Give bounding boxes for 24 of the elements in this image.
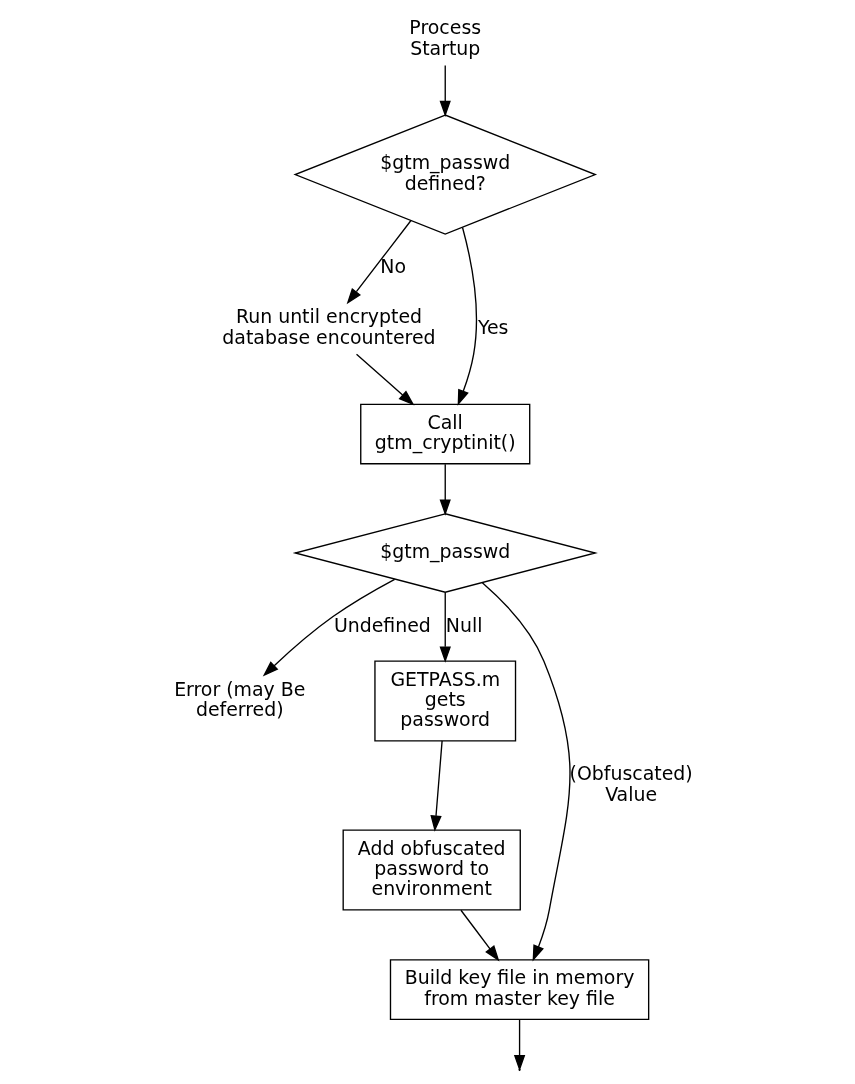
node-box: Add obfuscated password to environment (342, 829, 521, 911)
node-text: Run until encrypted database encountered (221, 305, 436, 348)
node-box: Call gtm_cryptinit() (359, 403, 530, 465)
edge-label: Null (445, 613, 482, 636)
arrow (439, 64, 451, 117)
node-diamond: $gtm_passwd defined? (292, 114, 597, 235)
node-box: GETPASS.m gets password (373, 660, 516, 742)
arrow (429, 740, 443, 832)
arrow (346, 219, 412, 305)
arrow (459, 909, 499, 962)
edge-label: (Obfuscated) Value (569, 762, 693, 805)
node-diamond: $gtm_passwd (292, 513, 598, 593)
node-text: Process Startup (408, 16, 481, 59)
arrow (439, 463, 451, 516)
arrow (439, 591, 451, 663)
edge-label: No (379, 255, 406, 278)
arrow (481, 582, 570, 962)
arrow (355, 353, 414, 406)
arrow (457, 226, 477, 406)
node-box: Build key file in memory from master key file (389, 959, 649, 1020)
node-text: Error (may Be deferred) (173, 677, 305, 721)
edge-label: Undefined (333, 613, 431, 636)
edge-label: Yes (477, 315, 508, 338)
arrow (262, 578, 395, 677)
